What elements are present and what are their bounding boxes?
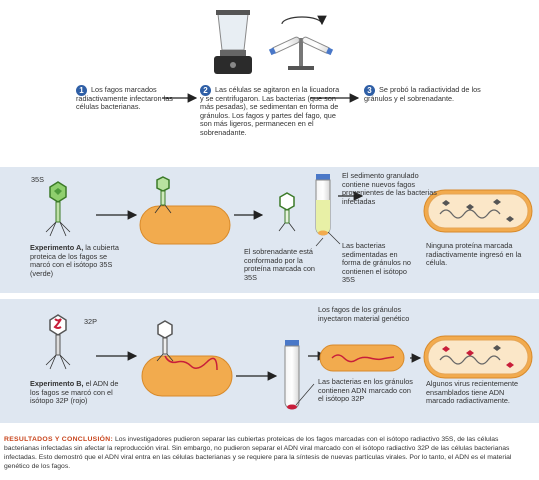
experiment-b-granule-bottom: Las bacterias en los gránulos contienen …: [318, 377, 414, 404]
supernatant-isotope: 35S: [244, 272, 257, 282]
experiment-b-granule-top: Los fagos de los gránulos inyectaron mat…: [318, 305, 410, 323]
granule-bacterium-b: [319, 344, 405, 372]
experiment-b-result: Algunos virus recientemente ensamblados …: [426, 379, 519, 406]
experiment-b-desc-isotope: 32P: [55, 396, 69, 406]
experiment-a-supernatant: El sobrenadante está conformado por la p…: [244, 247, 316, 282]
step-1-text: Los fagos marcados radiactivamente infec…: [76, 85, 173, 112]
granule-bottom-isotope: 32P: [351, 394, 365, 404]
experiment-a-sediment-bottom: Las bacterias sedimentadas en forma de g…: [342, 241, 418, 285]
sediment-bottom-text: Las bacterias sedimentadas en forma de g…: [342, 241, 411, 276]
free-phage-coat-a: [278, 192, 296, 232]
experiment-b-isotope-label: 32P: [84, 317, 97, 326]
experiment-a-desc-isotope: 35S: [99, 260, 113, 270]
results-lead: RESULTADOS Y CONCLUSIÓN:: [4, 436, 114, 443]
experiment-a-description: Experimento A, la cubierta proteica de l…: [30, 243, 122, 278]
experiment-a-result: Ninguna proteína marcada radiactivamente…: [426, 241, 522, 268]
phage-b-icon: [45, 314, 71, 370]
step-3-number: 3: [364, 85, 375, 96]
sediment-bottom-isotope: 35S: [342, 275, 355, 285]
centrifuge-icon: [268, 15, 334, 70]
results-conclusion: RESULTADOS Y CONCLUSIÓN: Los investigado…: [4, 435, 534, 471]
granule-bottom-text: Las bacterias en los gránulos contienen …: [318, 377, 413, 404]
step-1-number: 1: [76, 85, 87, 96]
results-text: Los investigadores pudieron separar las …: [4, 436, 512, 470]
step-3-text: Se probó la radiactividad de los gránulo…: [364, 85, 481, 103]
phage-a-icon: [45, 181, 71, 237]
tube-b-icon: [284, 340, 300, 410]
experiment-b-description: Experimento B, el ADN de los fagos se ma…: [30, 379, 120, 406]
experiment-a-sediment-top: El sedimento granulado contiene nuevos f…: [342, 171, 437, 206]
experiment-b-title: Experimento B,: [30, 379, 84, 388]
experiment-a-desc-color: (verde): [30, 268, 54, 278]
infected-bacterium-a: [139, 176, 231, 245]
step-2-text: Las células se agitaron en la licuadora …: [200, 85, 340, 137]
experiment-a-title: Experimento A,: [30, 243, 84, 252]
progeny-bacterium-b: [423, 335, 533, 379]
experiment-b-desc-color: (rojo): [70, 396, 88, 406]
tube-a-icon: [315, 174, 331, 236]
experiment-b-desc: el ADN de los fagos se marcó con el isót…: [30, 379, 119, 406]
experiment-a-desc: la cubierta proteica de los fagos se mar…: [30, 243, 119, 270]
infected-bacterium-b: [141, 320, 233, 397]
step-2-number: 2: [200, 85, 211, 96]
supernatant-text: El sobrenadante está conformado por la p…: [244, 247, 315, 274]
progeny-bacterium-a: [423, 189, 533, 233]
experiment-a-isotope-label: 35S: [31, 175, 44, 184]
blender-icon: [214, 10, 252, 74]
